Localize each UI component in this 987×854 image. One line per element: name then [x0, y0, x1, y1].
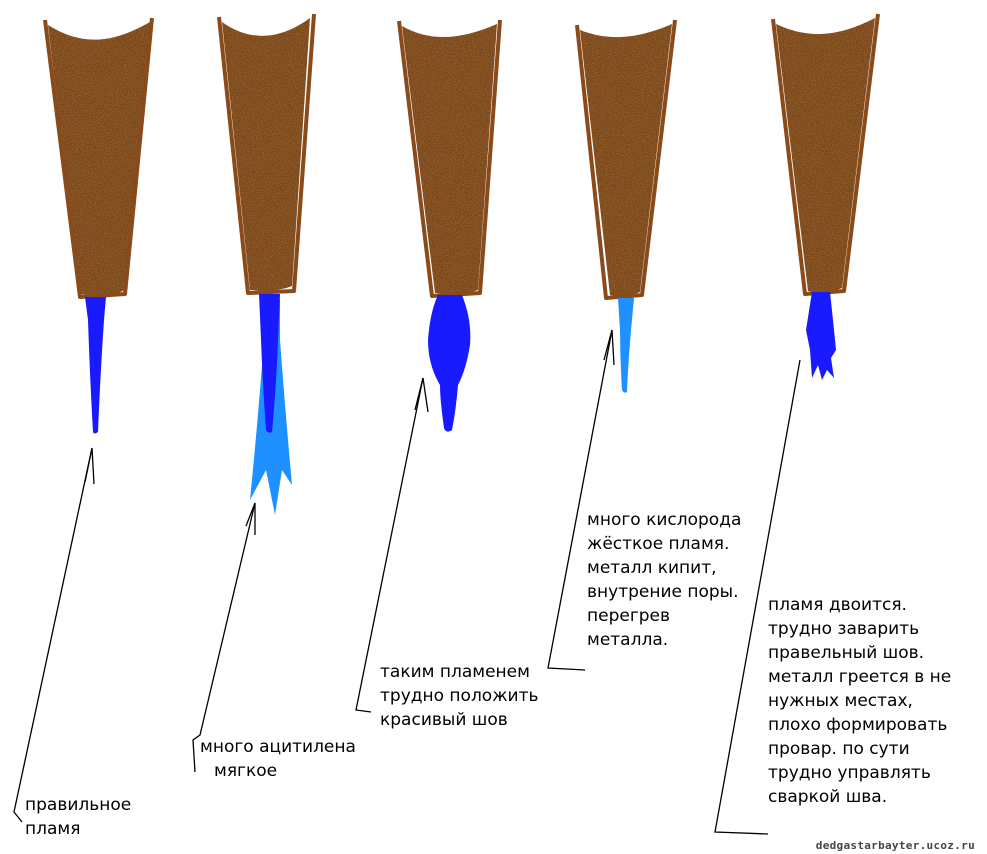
arrowhead-1 [84, 447, 95, 485]
nozzle-texture [580, 24, 672, 296]
short-flame-cone [618, 298, 634, 393]
label-line: металл греется в не [768, 667, 952, 687]
label-line: правельный шов. [768, 643, 925, 663]
nozzle-texture [402, 24, 497, 294]
label-line: таким пламенем [380, 662, 530, 682]
leader-4 [547, 329, 613, 671]
nozzle-5-split [771, 13, 880, 380]
label-normal-flame: правильное пламя [25, 793, 131, 841]
label-line: красивый шов [380, 710, 508, 730]
label-line: пламя [25, 819, 81, 839]
label-oxygen-flame: много кислорода жёсткое пламя. металл кипи… [587, 508, 741, 652]
nozzle-texture [48, 22, 150, 296]
nozzle-1-normal [43, 17, 154, 434]
nozzle-outline [575, 19, 677, 300]
label-line: плохо формировать [768, 715, 948, 735]
split-flame [806, 292, 836, 380]
arrowhead-4 [603, 329, 615, 366]
label-line: много ацитилена [200, 737, 356, 757]
label-line: трудно заварить [768, 619, 920, 639]
nozzle-2-acetylene [217, 13, 316, 515]
label-line: пламя двоится. [768, 595, 907, 615]
nozzle-texture [776, 18, 875, 292]
inner-flame-cone [85, 297, 106, 434]
nozzle-4-oxygen [575, 19, 677, 393]
label-line: перегрев [587, 606, 671, 626]
label-hard-flame: таким пламенем трудно положить красивый шо… [380, 660, 539, 732]
label-acetylene-flame: много ацитилена мягкое [200, 735, 356, 783]
label-line: трудно положить [380, 686, 539, 706]
nozzle-3-hard [397, 19, 502, 432]
leader-2 [192, 502, 256, 773]
leader-1 [13, 447, 93, 823]
label-line: нужных местах, [768, 691, 913, 711]
inner-flame-cone [259, 294, 280, 433]
label-line: внутрение поры. [587, 582, 739, 602]
label-line: провар. по сути [768, 739, 910, 759]
label-line: правильное [25, 795, 132, 815]
label-line: мягкое [214, 761, 278, 781]
leader-lines [13, 329, 801, 835]
label-split-flame: пламя двоится. трудно заварить правельный … [768, 593, 951, 809]
arrowhead-3 [414, 377, 429, 413]
nozzle-outline [43, 17, 154, 299]
leader-3 [355, 377, 424, 713]
label-line: много кислорода [587, 510, 742, 530]
label-line: металла. [587, 630, 669, 650]
arrowhead-2 [245, 502, 256, 535]
label-line: сваркой шва. [768, 787, 888, 807]
nozzle-texture [222, 18, 310, 291]
nozzle-outline [397, 19, 502, 298]
label-line: металл кипит, [587, 558, 717, 578]
label-line: трудно управлять [768, 763, 931, 783]
watermark: dedgastarbayter.ucoz.ru [815, 839, 975, 852]
bulb-flame [428, 295, 471, 432]
label-line: жёсткое пламя. [587, 534, 730, 554]
nozzle-outline [217, 13, 316, 295]
leader-5 [714, 359, 801, 835]
